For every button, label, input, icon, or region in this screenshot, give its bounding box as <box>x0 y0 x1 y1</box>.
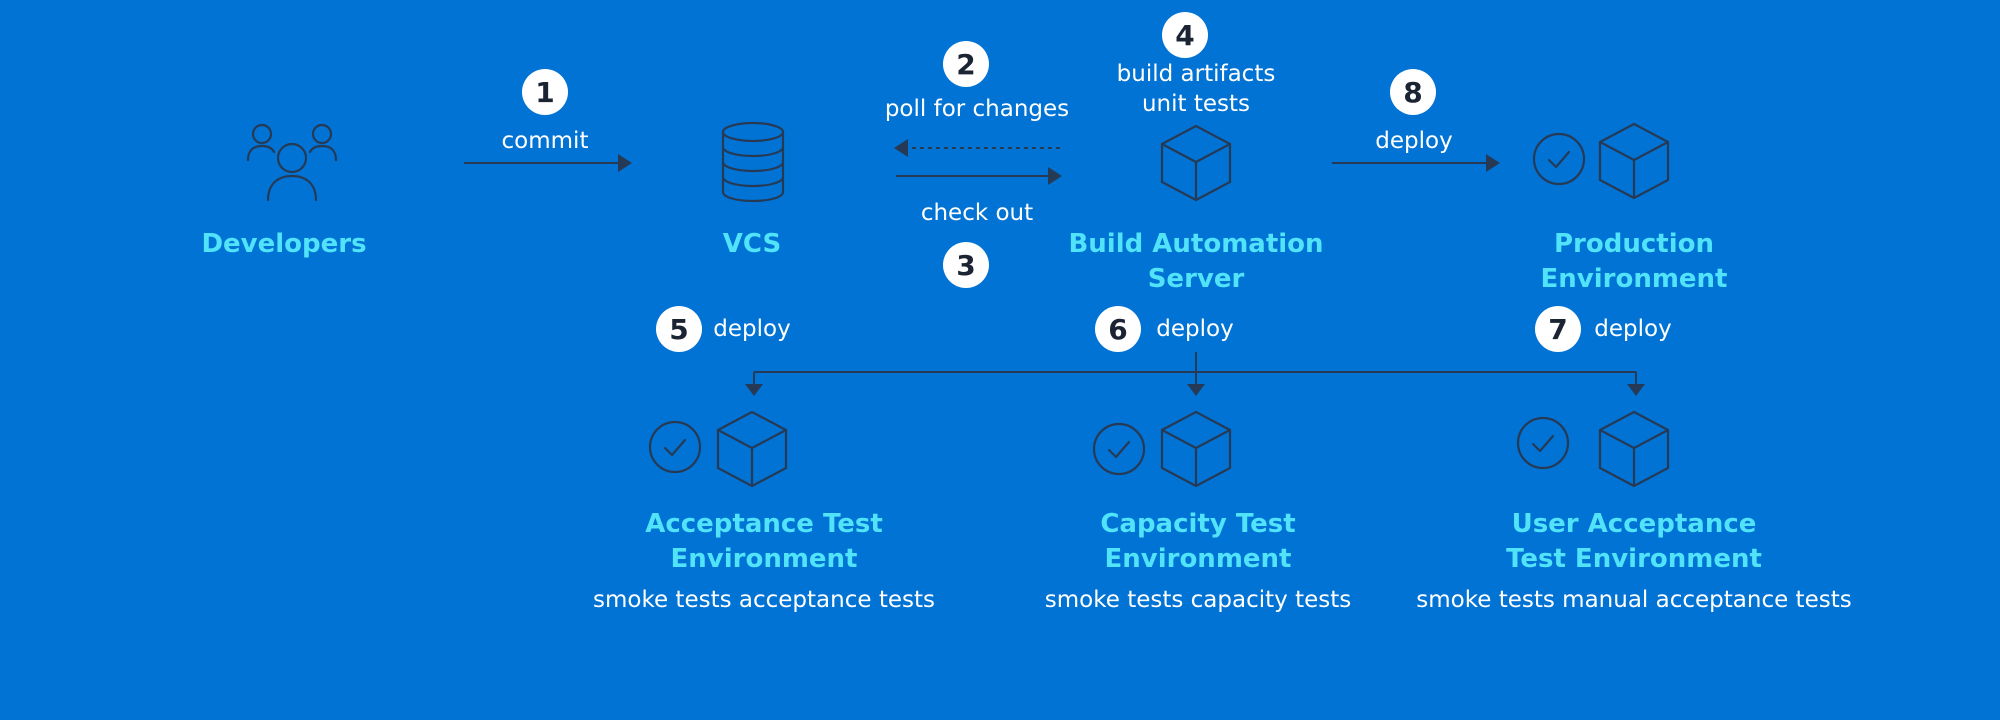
step-badge-4: 4 <box>1162 12 1208 58</box>
deploy-production-arrow-head <box>1486 154 1500 172</box>
acceptance-title: Acceptance Test Environment <box>645 507 883 577</box>
step-label-commit: commit <box>501 128 589 154</box>
people-icon <box>246 123 338 202</box>
capacity-tests: smoke tests capacity tests <box>1044 587 1352 613</box>
check-circle-icon <box>648 420 702 474</box>
build-server-title-line1: Build Automation <box>1068 229 1324 259</box>
step-badge-3: 3 <box>943 242 989 288</box>
uat-title: User Acceptance Test Environment <box>1506 507 1762 577</box>
deploy-acceptance-head <box>745 384 763 396</box>
uat-title-line2: Test Environment <box>1506 544 1762 574</box>
step-label-deploy-uat: deploy <box>1594 316 1672 342</box>
build-server-note: build artifacts unit tests <box>1117 59 1276 119</box>
deploy-capacity-head <box>1187 384 1205 396</box>
build-server-title-line2: Server <box>1147 264 1245 294</box>
step-label-deploy-production: deploy <box>1375 128 1453 154</box>
step-badge-7: 7 <box>1535 306 1581 352</box>
uat-tests: smoke tests manual acceptance tests <box>1416 587 1852 613</box>
capacity-title-line2: Environment <box>1104 544 1292 574</box>
production-title-line1: Production <box>1554 229 1714 259</box>
step-label-deploy-capacity: deploy <box>1156 316 1234 342</box>
cube-icon <box>1598 122 1670 200</box>
step-badge-1: 1 <box>522 69 568 115</box>
step-badge-2: 2 <box>943 41 989 87</box>
commit-arrow-head <box>618 154 632 172</box>
checkout-arrow-head <box>1048 167 1062 185</box>
step-label-poll: poll for changes <box>884 96 1070 122</box>
check-circle-icon <box>1092 422 1146 476</box>
acceptance-title-line1: Acceptance Test <box>645 509 883 539</box>
check-circle-icon <box>1516 416 1570 470</box>
cube-icon <box>716 410 788 488</box>
developers-title: Developers <box>201 229 367 259</box>
acceptance-tests: smoke tests acceptance tests <box>593 587 935 613</box>
step-badge-5: 5 <box>656 306 702 352</box>
step-label-deploy-acceptance: deploy <box>713 316 791 342</box>
cube-icon <box>1598 410 1670 488</box>
check-circle-icon <box>1532 132 1586 186</box>
poll-arrow-head <box>894 139 908 157</box>
build-note-line2: unit tests <box>1141 91 1251 117</box>
database-icon <box>721 121 785 203</box>
deploy-uat-head <box>1627 384 1645 396</box>
cube-icon <box>1160 410 1232 488</box>
cube-icon <box>1160 124 1232 202</box>
step-badge-8: 8 <box>1390 69 1436 115</box>
step-badge-6: 6 <box>1095 306 1141 352</box>
production-title: Production Environment <box>1541 227 1728 297</box>
step-label-checkout: check out <box>920 200 1034 226</box>
acceptance-title-line2: Environment <box>670 544 858 574</box>
build-server-title: Build Automation Server <box>1068 227 1323 297</box>
vcs-title: VCS <box>722 229 782 259</box>
capacity-title-line1: Capacity Test <box>1100 509 1296 539</box>
uat-title-line1: User Acceptance <box>1511 509 1757 539</box>
production-title-line2: Environment <box>1540 264 1728 294</box>
build-note-line1: build artifacts <box>1116 61 1276 87</box>
capacity-title: Capacity Test Environment <box>1100 507 1295 577</box>
